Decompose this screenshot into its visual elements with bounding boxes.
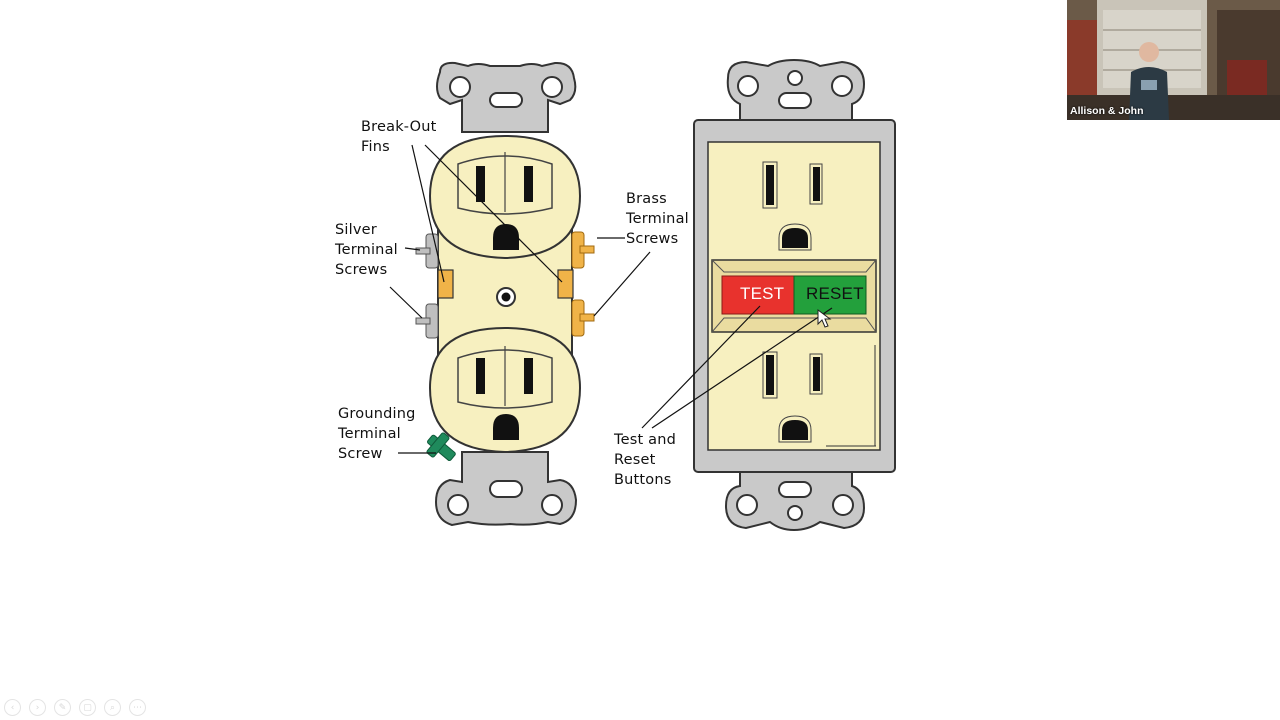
upper-ground-hole — [493, 224, 519, 250]
more-options-button[interactable]: ⋯ — [129, 699, 146, 716]
test-button-label: TEST — [740, 284, 785, 303]
bottom-strap-hole-left — [447, 494, 469, 516]
reset-button — [793, 275, 867, 315]
silver-terminal-screws-label: Silver Terminal Screws — [335, 222, 398, 278]
brass-screw-bottom — [571, 299, 595, 337]
brass-screw-top — [571, 231, 595, 269]
previous-slide-button[interactable]: ‹ — [4, 699, 21, 716]
zoom-button[interactable]: ⌕ — [104, 699, 121, 716]
strap-slot-bottom — [489, 480, 523, 498]
bottom-strap-hole-right — [541, 494, 563, 516]
strap-hole-right — [541, 76, 563, 98]
webcam-thumbnail[interactable]: Allison & John — [1067, 0, 1280, 120]
silver-screw-top — [415, 233, 439, 269]
mouse-cursor — [817, 309, 832, 328]
gfci-receptacle — [641, 58, 896, 532]
lower-ground-hole — [493, 414, 519, 440]
duplex-receptacle — [389, 61, 651, 527]
pen-tool-button[interactable]: ✎ — [54, 699, 71, 716]
break-out-fin-left — [437, 269, 454, 299]
break-out-fin-right — [557, 269, 574, 299]
leader-lines-left — [389, 144, 651, 454]
lower-slot-left — [476, 358, 485, 394]
webcam-video-icon — [1067, 0, 1280, 120]
reset-button-label: RESET — [806, 284, 864, 303]
break-out-fins-label: Break-Out Fins — [361, 119, 437, 155]
silver-screw-bottom — [415, 303, 439, 339]
ground-screw — [426, 432, 456, 462]
slide-toolbar: ‹ › ✎ ▢ ⌕ ⋯ — [4, 699, 146, 716]
slides-overview-button[interactable]: ▢ — [79, 699, 96, 716]
brass-terminal-screws-label: Brass Terminal Screws — [626, 191, 689, 247]
strap-slot-top — [489, 92, 523, 108]
participant-name: Allison & John — [1070, 105, 1144, 117]
strap-hole-left — [449, 76, 471, 98]
lower-slot-right — [524, 358, 533, 394]
upper-slot-left — [476, 166, 485, 202]
gfci-bottom-strap — [724, 467, 866, 532]
test-reset-buttons-label: Test and Reset Buttons — [614, 432, 677, 488]
upper-slot-right — [524, 166, 533, 202]
next-slide-button[interactable]: › — [29, 699, 46, 716]
grounding-terminal-screw-label: Grounding Terminal Screw — [338, 406, 416, 462]
